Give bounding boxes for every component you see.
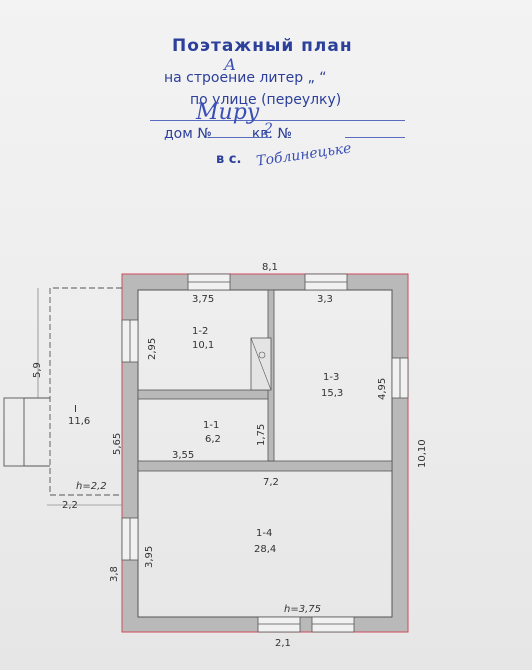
room-1-4-id: 1-4 <box>256 528 272 539</box>
street-underline <box>150 120 405 121</box>
annex <box>3 287 122 496</box>
room-1-1-area: 6,2 <box>205 434 221 445</box>
room-1-4-height: 3,95 <box>144 546 155 568</box>
dim-annex-height: 5,9 <box>32 362 43 378</box>
stamp-street-line: по улице (переулку) <box>190 92 342 108</box>
room-1-2-width: 3,75 <box>192 294 214 305</box>
dim-top: 8,1 <box>262 262 278 273</box>
dimension-lines <box>37 288 122 506</box>
room-1-2-area: 10,1 <box>192 340 214 351</box>
dim-annex-width: 2,2 <box>62 500 78 511</box>
stamp-house-label: дом № <box>164 126 212 142</box>
house-underline <box>210 137 270 138</box>
room-1-1-width: 3,55 <box>172 450 194 461</box>
room-1-4-width: 7,2 <box>263 477 279 488</box>
height-annex: h=2,2 <box>76 481 107 492</box>
dim-right: 10,10 <box>417 439 428 468</box>
handwritten-house-number: 2 <box>264 121 273 137</box>
windows <box>121 273 409 633</box>
plan-stamp: Поэтажный план на строение литер „ “ по … <box>150 30 410 180</box>
annex-id: I <box>74 404 77 415</box>
dim-left-bottom: 3,8 <box>109 566 120 582</box>
dim-bottom: 2,1 <box>275 638 291 649</box>
apartment-underline <box>345 137 405 138</box>
stamp-letter-line: на строение литер „ “ <box>164 70 327 86</box>
room-1-1-id: 1-1 <box>203 420 219 431</box>
room-1-3-width: 3,3 <box>317 294 333 305</box>
room-1-3-id: 1-3 <box>323 372 339 383</box>
annex-area: 11,6 <box>68 416 90 427</box>
stamp-title: Поэтажный план <box>172 36 353 56</box>
stamp-apartment-label: кв. № <box>251 126 292 142</box>
stamp-village-line: в с. <box>216 152 242 167</box>
height-main: h=3,75 <box>284 604 321 615</box>
room-1-3-area: 15,3 <box>321 388 343 399</box>
room-1-1-height: 1,75 <box>256 424 267 446</box>
outer-walls <box>121 273 409 633</box>
room-1-4-area: 28,4 <box>254 544 276 555</box>
stove <box>250 337 272 391</box>
room-1-2-id: 1-2 <box>192 326 208 337</box>
room-1-3-height: 4,95 <box>377 378 388 400</box>
room-1-2-height: 2,95 <box>147 338 158 360</box>
handwritten-street: Миру <box>196 100 260 125</box>
stamp-house-line: дом № кв. № <box>164 126 292 142</box>
handwritten-letter: А <box>224 55 237 74</box>
dim-left-wall: 5,65 <box>112 433 123 455</box>
